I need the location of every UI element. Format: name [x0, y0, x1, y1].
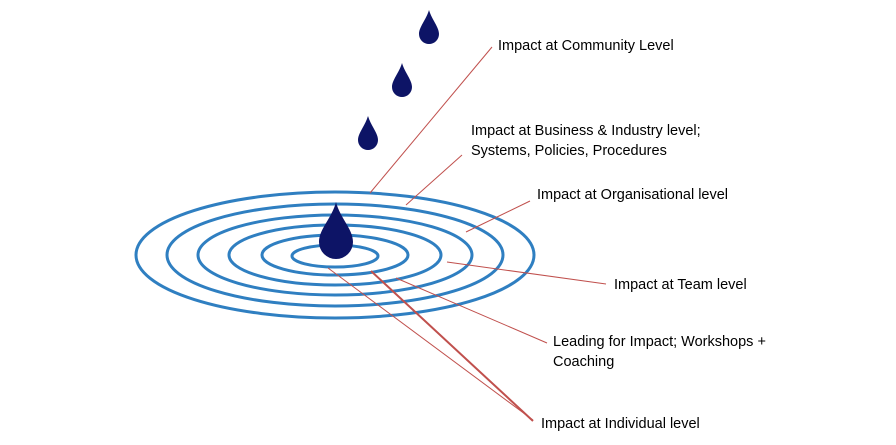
- label-organisational: Impact at Organisational level: [537, 187, 728, 203]
- leader-line-community: [369, 46, 493, 194]
- water-drop-icon: [358, 116, 378, 150]
- water-drop-icon: [392, 63, 412, 97]
- leader-line-individual-b: [370, 270, 534, 422]
- ripple-ring-outer: [134, 190, 536, 320]
- label-individual: Impact at Individual level: [541, 416, 700, 432]
- leader-line-business: [405, 154, 463, 206]
- leader-line-individual-a: [327, 267, 534, 421]
- water-drops: [319, 10, 439, 259]
- label-business-line2: Systems, Policies, Procedures: [471, 143, 667, 159]
- label-leading-line1: Leading for Impact; Workshops +: [553, 334, 766, 350]
- leader-line-leading: [395, 277, 548, 344]
- leader-line-team: [446, 261, 607, 285]
- label-community: Impact at Community Level: [498, 38, 674, 54]
- leader-line-organisational: [465, 200, 531, 233]
- water-drop-icon: [419, 10, 439, 44]
- ripple-rings: [134, 190, 536, 320]
- water-drop-icon: [319, 202, 353, 259]
- label-business-line1: Impact at Business & Industry level;: [471, 123, 701, 139]
- label-leading-line2: Coaching: [553, 354, 614, 370]
- label-team: Impact at Team level: [614, 277, 747, 293]
- leader-lines: [327, 46, 607, 422]
- ripple-ring-5: [165, 202, 505, 308]
